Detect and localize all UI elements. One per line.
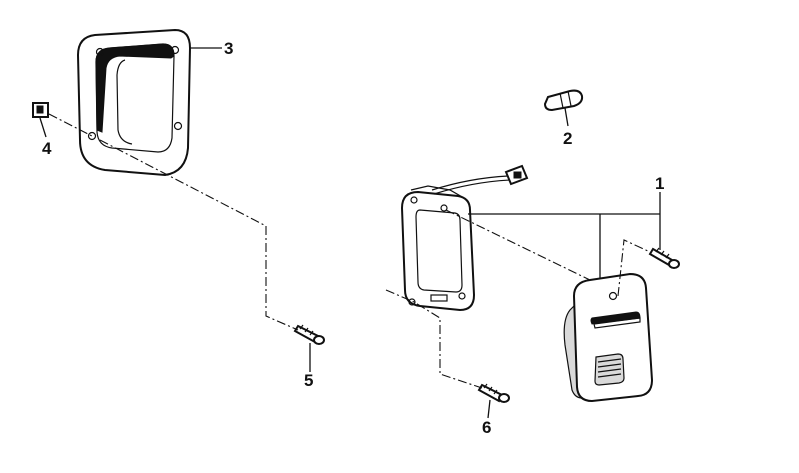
lamp-socket-housing [400,164,529,312]
assembly-lines [48,113,651,389]
part-1-screw [648,247,680,269]
part-6-screw [477,383,510,403]
callout-3: 3 [224,39,233,58]
part-3-bezel [76,28,192,177]
leader-lines [39,47,661,419]
part-2-bulb [543,89,584,112]
part-5-screw [293,324,325,345]
callout-6: 6 [482,418,491,437]
part-4-clip-nut [32,102,49,118]
part-1-lamp-cover [563,272,654,403]
callout-4: 4 [42,139,52,158]
callout-1: 1 [655,174,664,193]
callout-5: 5 [304,371,313,390]
callout-2: 2 [563,129,572,148]
